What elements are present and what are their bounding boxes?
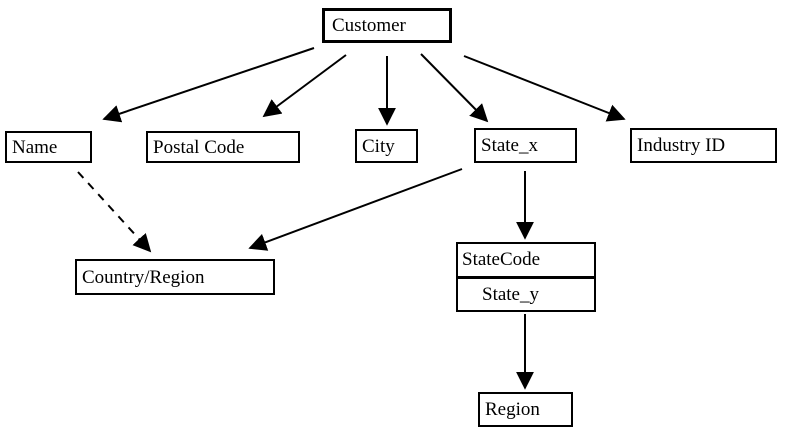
- node-name: Name: [5, 131, 92, 163]
- node-name-label: Name: [12, 136, 58, 158]
- node-statecode-label: StateCode: [462, 249, 541, 271]
- node-postal-code: Postal Code: [146, 131, 300, 163]
- node-customer-label: Customer: [332, 15, 406, 36]
- node-statecode-row: StateCode: [458, 244, 594, 276]
- edge-state-x-country-region: [248, 168, 463, 251]
- node-country-region-label: Country/Region: [82, 266, 205, 288]
- node-industry-id: Industry ID: [630, 128, 777, 163]
- node-city: City: [355, 129, 418, 163]
- edge-name-country-region-dashed: [77, 171, 152, 253]
- node-postal-code-label: Postal Code: [153, 136, 245, 158]
- edge-customer-state-x: [420, 53, 489, 123]
- node-country-region: Country/Region: [75, 259, 275, 295]
- node-region: Region: [478, 392, 573, 427]
- node-industry-id-label: Industry ID: [637, 135, 726, 156]
- node-state-x: State_x: [474, 128, 577, 163]
- node-region-label: Region: [485, 399, 540, 420]
- node-customer: Customer: [322, 8, 452, 43]
- node-state-y-row: State_y: [458, 275, 594, 311]
- node-state-x-label: State_x: [481, 135, 538, 156]
- node-state-y-label: State_y: [482, 283, 539, 305]
- node-city-label: City: [362, 135, 395, 157]
- edge-customer-postal-code: [262, 54, 347, 118]
- edge-customer-name: [102, 47, 315, 123]
- node-statecode-entity: StateCode State_y: [456, 242, 596, 312]
- edge-customer-industry-id: [463, 55, 626, 122]
